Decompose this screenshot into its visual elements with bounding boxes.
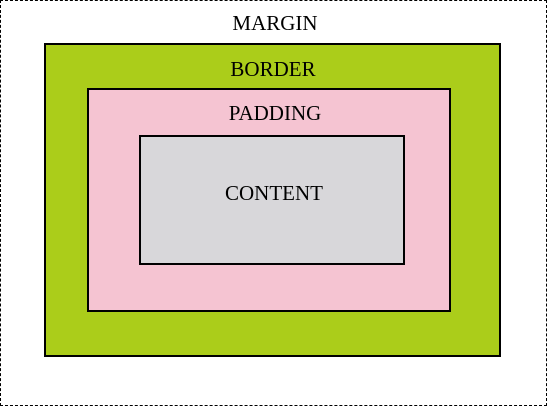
margin-label: MARGIN bbox=[232, 11, 318, 35]
content-label: CONTENT bbox=[225, 181, 323, 205]
content-area bbox=[139, 135, 405, 265]
border-label: BORDER bbox=[230, 57, 316, 81]
padding-label: PADDING bbox=[228, 101, 322, 125]
